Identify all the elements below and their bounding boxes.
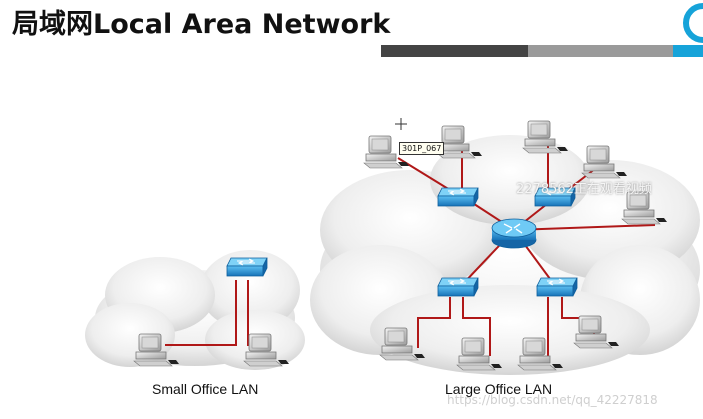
small-office-caption: Small Office LAN — [152, 381, 259, 397]
header-bar-mid — [528, 45, 673, 57]
router-icon — [491, 218, 537, 249]
switch-icon — [437, 187, 479, 207]
page-title: 局域网Local Area Network — [12, 9, 391, 40]
switch-icon — [226, 257, 268, 277]
header-bar-dark — [381, 45, 528, 57]
pc-icon — [522, 120, 569, 154]
cursor-icon — [395, 118, 407, 130]
cloud-icon — [310, 135, 700, 375]
watermark-url: https://blog.csdn.net/qq_42227818 — [447, 393, 658, 407]
switch-icon — [437, 277, 479, 297]
large-office-caption: Large Office LAN — [445, 381, 553, 397]
switch-icon — [536, 277, 578, 297]
viewer-overlay-text: 2278562正在观看视频 — [516, 182, 652, 197]
header-bar-blue — [673, 45, 703, 57]
device-tag-label: 301P_067 — [399, 142, 445, 155]
corner-logo-icon — [683, 3, 703, 43]
